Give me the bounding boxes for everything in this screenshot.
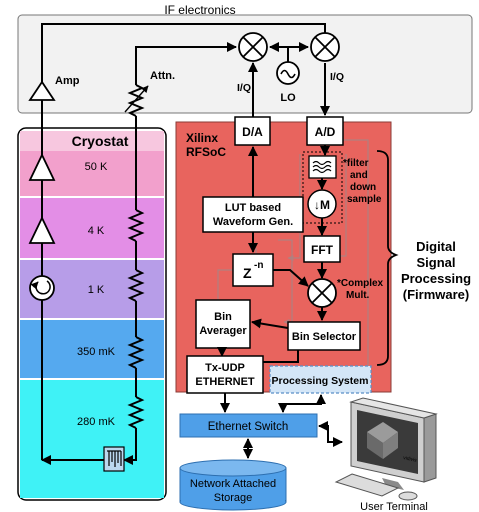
filter-note-line1: *filter xyxy=(343,158,369,169)
detector-array-icon xyxy=(103,446,125,472)
da-label: D/A xyxy=(242,125,263,139)
resistor-350mk-icon xyxy=(127,336,145,369)
complex-note-line1: *Complex xyxy=(337,278,384,289)
resistor-1k-icon xyxy=(127,269,145,302)
tx-udp-line1: Tx-UDP xyxy=(205,362,245,374)
tx-udp-line2: ETHERNET xyxy=(195,376,255,388)
user-terminal-label: User Terminal xyxy=(360,501,428,512)
amp-label: Amp xyxy=(55,75,80,87)
if-electronics-panel xyxy=(17,14,473,114)
monitor-brand-text: vidivis xyxy=(403,455,418,464)
downsample-symbol: ↓M xyxy=(314,198,330,212)
iq-left-label: I/Q xyxy=(237,82,251,94)
stage-50k-label: 50 K xyxy=(85,161,108,173)
lut-label-line1: LUT based xyxy=(225,202,281,214)
complex-multiplier-icon xyxy=(307,278,337,308)
filter-note-line3: down xyxy=(350,182,376,193)
dsp-label-line3: Processing xyxy=(401,271,471,286)
delay-zn-box xyxy=(232,253,274,287)
lut-waveform-gen-box xyxy=(202,196,304,233)
lut-label-line2: Waveform Gen. xyxy=(213,216,293,228)
bin-selector-box xyxy=(287,321,361,351)
attn-label: Attn. xyxy=(150,70,175,82)
stage-1k-label: 1 K xyxy=(88,284,105,296)
if-electronics-label: IF electronics xyxy=(164,3,235,17)
bin-averager-line2: Averager xyxy=(199,325,247,337)
fft-label: FFT xyxy=(311,243,334,257)
complex-note-line2: Mult. xyxy=(346,290,370,301)
nas-storage-icon xyxy=(179,459,287,511)
tx-udp-ethernet-box xyxy=(186,355,264,394)
cryostat-header xyxy=(20,131,164,151)
filter-note-line2: and xyxy=(350,170,368,181)
ad-label: A/D xyxy=(315,125,336,139)
dsp-label-line1: Digital xyxy=(416,239,456,254)
mixer-right-icon xyxy=(310,32,340,62)
resistor-4k-icon xyxy=(127,209,145,242)
amp-50k-icon xyxy=(28,152,56,181)
fft-box xyxy=(303,235,341,263)
lo-label: LO xyxy=(280,92,296,104)
bin-averager-box xyxy=(195,299,251,349)
stage-350mk-label: 350 mK xyxy=(77,346,116,358)
bin-averager-line1: Bin xyxy=(214,311,232,323)
dsp-label-line2: Signal xyxy=(416,255,455,270)
user-terminal-computer-icon xyxy=(334,397,438,501)
ethernet-switch-box xyxy=(179,413,318,438)
rfsoc-label-line1: Xilinx xyxy=(186,131,218,145)
delay-zn-base: Z xyxy=(243,265,252,281)
nas-label-line2: Storage xyxy=(214,492,253,504)
filter-note-line4: sample xyxy=(347,194,382,205)
processing-system-label: Processing System xyxy=(272,375,369,387)
circulator-icon xyxy=(29,275,55,301)
rfsoc-label-line2: RFSoC xyxy=(186,145,226,159)
stage-280mk-label: 280 mK xyxy=(77,416,116,428)
nas-label-line1: Network Attached xyxy=(190,478,276,490)
bin-selector-label: Bin Selector xyxy=(292,331,357,343)
mixer-left-icon xyxy=(238,32,268,62)
amp-4k-icon xyxy=(28,215,56,244)
ethernet-switch-label: Ethernet Switch xyxy=(208,421,289,433)
cryostat-title: Cryostat xyxy=(72,133,129,149)
dsp-bracket xyxy=(376,150,399,366)
processing-system-box xyxy=(269,365,372,394)
delay-zn-exponent: -n xyxy=(254,260,263,271)
da-converter-box xyxy=(234,116,271,146)
stage-4k-label: 4 K xyxy=(88,225,105,237)
iq-right-label: I/Q xyxy=(330,71,344,83)
resistor-280mk-icon xyxy=(127,396,145,429)
dsp-label-line4: (Firmware) xyxy=(403,287,469,302)
